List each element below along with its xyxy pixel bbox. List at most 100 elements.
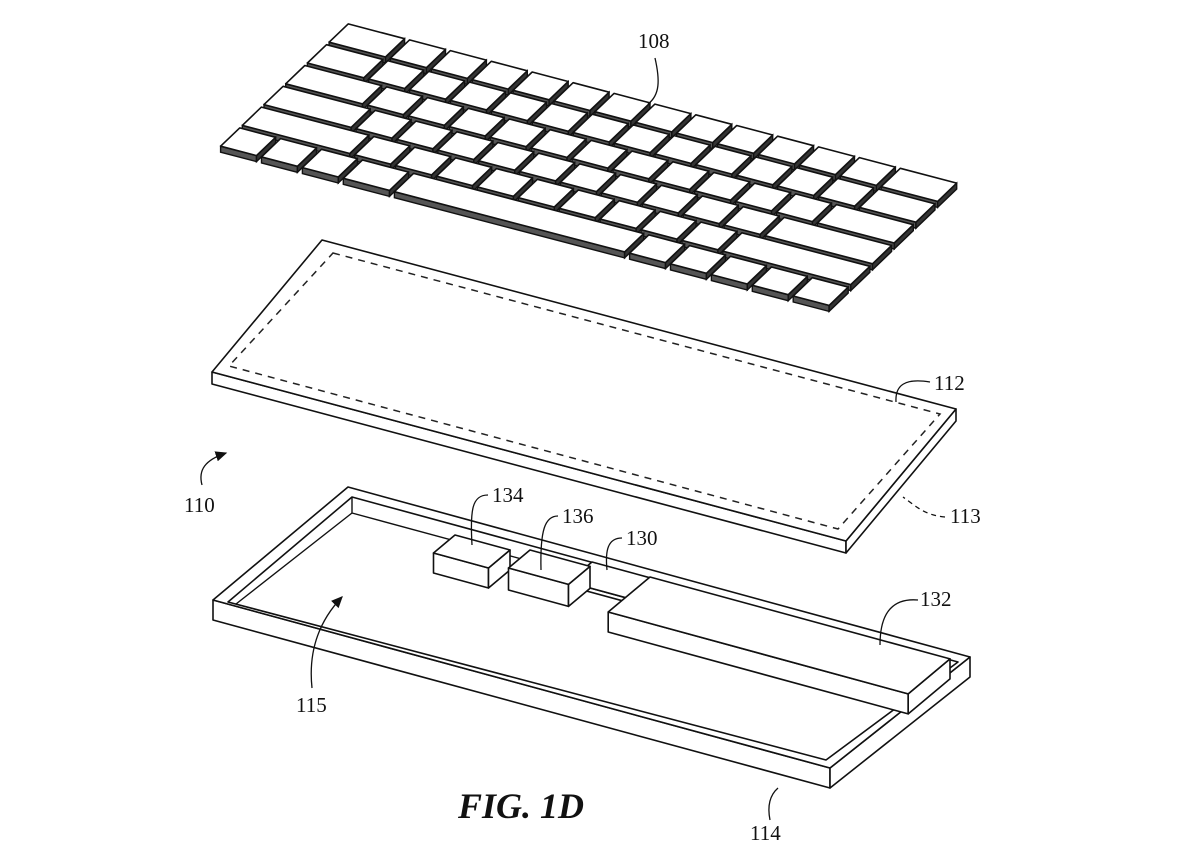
component-136 (507, 549, 591, 608)
key (342, 159, 410, 199)
label-113: 113 (950, 504, 981, 528)
key-top (775, 193, 833, 223)
key-top (489, 118, 547, 148)
key-top (490, 92, 548, 122)
key-top (448, 107, 506, 137)
key-top (734, 182, 792, 212)
label-136: 136 (562, 504, 594, 528)
key-top (723, 205, 781, 236)
leader-114 (768, 787, 779, 821)
key (260, 137, 318, 174)
key-top (572, 113, 630, 143)
key-top (721, 232, 871, 286)
key (792, 276, 850, 314)
top-panel-112 (211, 239, 957, 554)
key-top (817, 177, 875, 207)
key-top (735, 156, 793, 186)
key-top (436, 131, 494, 161)
key (301, 148, 359, 185)
key-top (471, 60, 529, 90)
key-top (600, 173, 658, 204)
key (710, 255, 768, 292)
key-top (792, 276, 850, 307)
key-top (518, 152, 576, 182)
key-top (353, 135, 411, 165)
key-top (328, 23, 406, 58)
key-top (531, 102, 589, 133)
key-top (284, 64, 383, 105)
component-134 (432, 534, 511, 589)
key-top (477, 141, 535, 171)
component-134-top (432, 534, 511, 569)
key-top (476, 167, 534, 198)
key-top (301, 148, 359, 178)
key-top (530, 128, 587, 159)
key-top (816, 203, 915, 244)
key-top (682, 195, 740, 225)
key-top (675, 114, 733, 144)
left-wall-inner-edge (235, 512, 353, 605)
key-top (880, 167, 958, 203)
leader-136 (540, 515, 559, 571)
panel-top-face (211, 239, 957, 542)
key-top (693, 171, 751, 201)
leader-113 (902, 496, 946, 518)
key-top (430, 49, 488, 80)
key-top (389, 39, 447, 69)
key-top (306, 43, 384, 79)
key-top (559, 163, 617, 193)
key (393, 172, 645, 260)
key-top (858, 188, 936, 223)
key-top (764, 216, 893, 265)
key-top (241, 106, 370, 155)
key-top (367, 59, 425, 90)
label-115: 115 (296, 693, 327, 717)
base-housing-114 (212, 486, 971, 789)
leader-108 (647, 57, 659, 105)
label-114: 114 (750, 821, 781, 845)
key-top (435, 157, 493, 187)
keyboard-108 (219, 23, 958, 314)
key (219, 127, 277, 164)
key (396, 120, 453, 157)
label-130: 130 (626, 526, 658, 550)
key-top (449, 81, 507, 111)
key-top (558, 189, 616, 219)
key-top (695, 145, 752, 175)
key-top (366, 86, 424, 116)
component-136-top (507, 549, 591, 586)
key-top (612, 150, 669, 180)
key-top (652, 161, 710, 191)
battery-132-top (607, 576, 951, 695)
key-top (394, 146, 452, 176)
label-132: 132 (920, 587, 952, 611)
label-112: 112 (934, 371, 965, 395)
key-top (408, 70, 466, 100)
leader-115-arrow (310, 596, 343, 689)
key-top (263, 85, 372, 129)
key (518, 152, 576, 189)
figure-title: FIG. 1D (457, 786, 584, 826)
key-top (407, 96, 465, 127)
key-top (757, 135, 815, 165)
key-top (260, 137, 318, 168)
key-top (751, 266, 809, 296)
key-top (716, 124, 774, 155)
label-110: 110 (184, 493, 215, 517)
key-top (396, 120, 453, 150)
key (734, 182, 792, 219)
key-top (342, 159, 410, 192)
key-top (669, 244, 727, 275)
key-top (776, 166, 834, 197)
key (654, 134, 711, 172)
key-top (355, 109, 412, 139)
key-top (628, 234, 686, 264)
key-top (517, 178, 575, 208)
key (669, 244, 727, 281)
key (751, 266, 809, 303)
label-134: 134 (492, 483, 524, 507)
panel-boundary-113 (227, 252, 942, 530)
key-top (219, 127, 277, 157)
key-top (839, 156, 897, 187)
